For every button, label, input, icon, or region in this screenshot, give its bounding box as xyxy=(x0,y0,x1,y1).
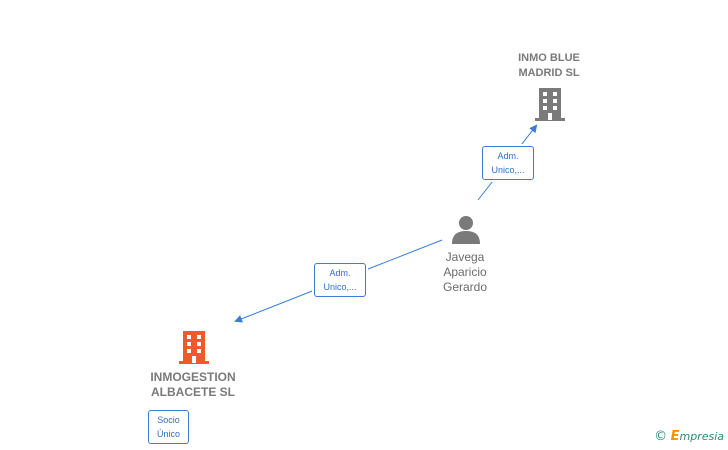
brand-name: mpresia xyxy=(679,430,724,443)
edge-label-to-inmogestion[interactable]: Adm. Unico,... xyxy=(314,263,366,297)
person-icon[interactable] xyxy=(450,214,482,244)
person-label[interactable]: Javega Aparicio Gerardo xyxy=(442,250,488,294)
edge-label-to-inmo-blue[interactable]: Adm. Unico,... xyxy=(482,146,534,180)
company-label-inmo-blue[interactable]: INMO BLUE MADRID SL xyxy=(518,52,580,79)
empresia-logo: © Empresia xyxy=(654,429,724,444)
copyright-symbol: © xyxy=(654,429,668,444)
building-icon[interactable] xyxy=(533,86,567,122)
building-icon[interactable] xyxy=(177,329,211,365)
company-label-inmogestion[interactable]: INMOGESTION ALBACETE SL xyxy=(150,370,236,399)
brand-e-letter: E xyxy=(670,429,680,444)
socio-unico-tag[interactable]: Socio Único xyxy=(148,410,189,444)
